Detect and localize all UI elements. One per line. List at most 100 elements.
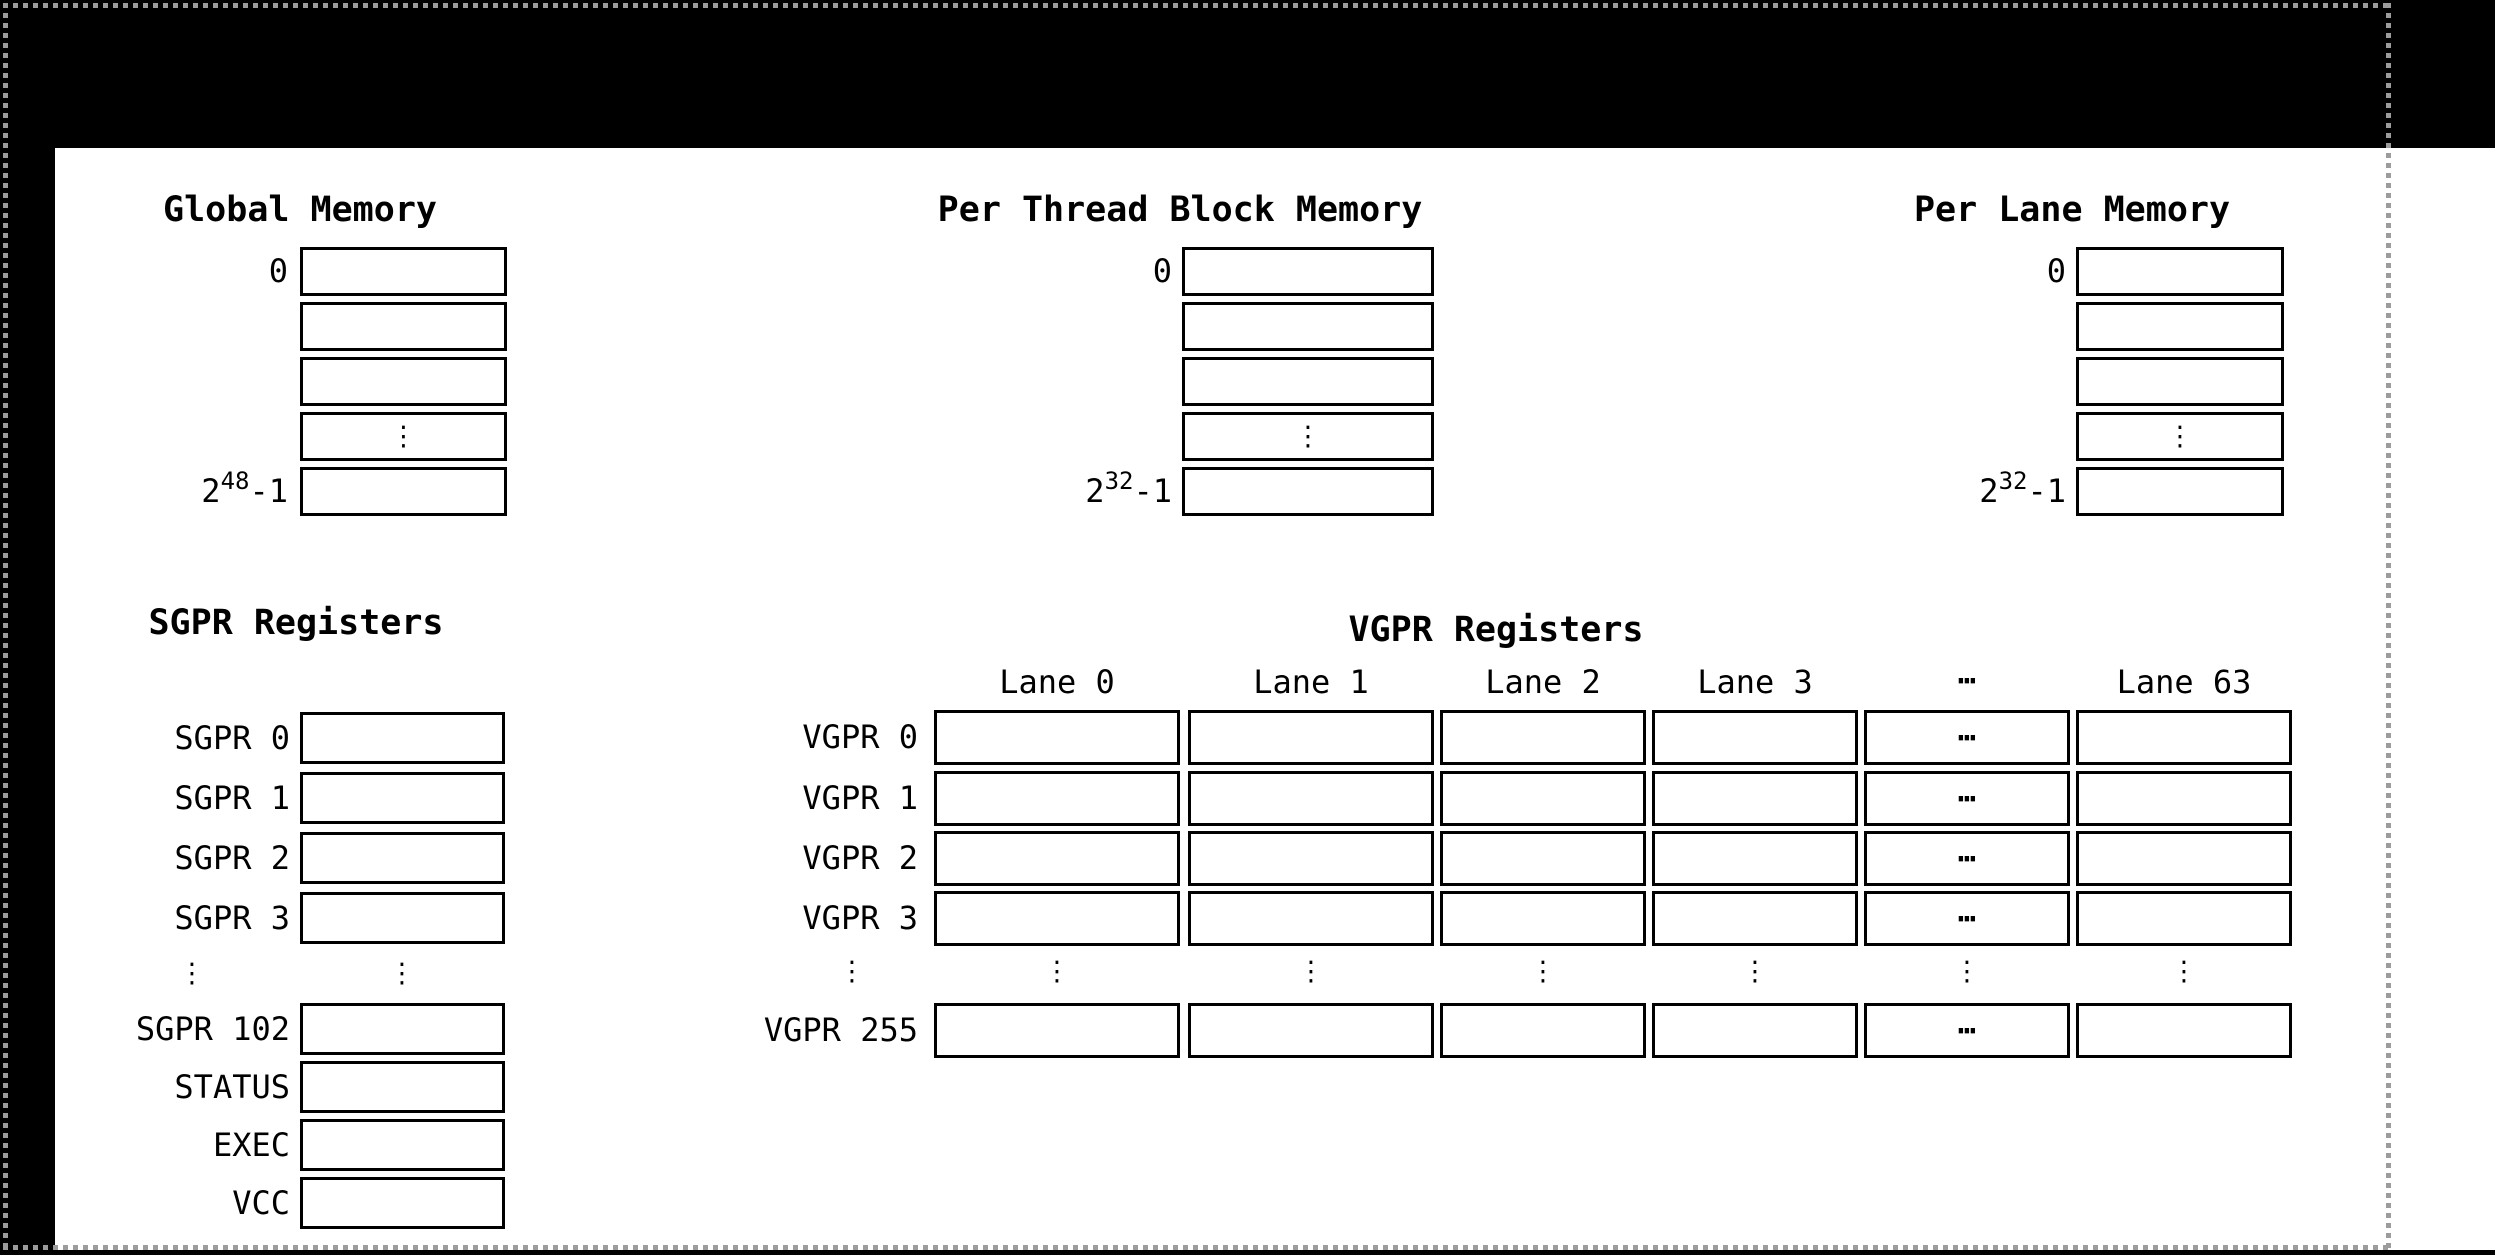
lane-header-ellipsis: ⋯ <box>1957 663 1977 698</box>
vgpr-register-box <box>2076 831 2292 886</box>
per-lane-memory-cell <box>2076 357 2284 406</box>
vgpr-register-box <box>934 1003 1180 1058</box>
lane-header: Lane 63 <box>2116 663 2252 701</box>
lane-header: Lane 1 <box>1253 663 1369 701</box>
vgpr-register-box <box>2076 1003 2292 1058</box>
global-memory-cell <box>300 302 507 351</box>
per-thread-block-memory-cell <box>1182 357 1434 406</box>
sgpr-row-label: SGPR 102 <box>135 1010 290 1048</box>
lane-header: Lane 2 <box>1485 663 1601 701</box>
vgpr-register-box <box>1440 1003 1646 1058</box>
sgpr-row-label: SGPR 1 <box>174 779 290 817</box>
vgpr-register-box <box>2076 771 2292 826</box>
vgpr-register-box <box>1652 710 1858 765</box>
per-thread-block-memory-cell <box>1182 467 1434 516</box>
sgpr-register-box <box>300 892 505 944</box>
per-lane-memory-cell <box>2076 467 2284 516</box>
vgpr-registers-title: VGPR Registers <box>1348 610 1644 650</box>
address-exponent: 48 <box>220 467 250 495</box>
address-base: 2 <box>1085 472 1105 510</box>
vgpr-register-box-ellipsis: ⋯ <box>1864 1003 2070 1058</box>
global-memory-cell: ⋮ <box>300 412 507 461</box>
address-suffix: -1 <box>2027 472 2066 510</box>
vgpr-register-box <box>1188 1003 1434 1058</box>
per-lane-first-address: 0 <box>2046 252 2066 290</box>
vgpr-register-box <box>1440 771 1646 826</box>
vgpr-register-box <box>1440 831 1646 886</box>
vertical-ellipsis-icon: ⋮ <box>1043 956 1071 987</box>
sgpr-register-box <box>300 772 505 824</box>
sgpr-row-label: VCC <box>232 1184 290 1222</box>
vgpr-register-box <box>1188 710 1434 765</box>
vertical-ellipsis-icon: ⋮ <box>2170 956 2198 987</box>
vertical-ellipsis-icon: ⋮ <box>1294 421 1322 452</box>
vertical-ellipsis-icon: ⋮ <box>390 421 417 452</box>
horizontal-ellipsis-icon: ⋯ <box>1957 720 1977 755</box>
horizontal-ellipsis-icon: ⋯ <box>1957 1013 1977 1048</box>
vgpr-register-box <box>1652 891 1858 946</box>
address-exponent: 32 <box>1998 467 2028 495</box>
vgpr-register-box-ellipsis: ⋯ <box>1864 771 2070 826</box>
per-lane-memory-cell <box>2076 247 2284 296</box>
lane-header: Lane 3 <box>1697 663 1813 701</box>
global-memory-first-address: 0 <box>268 252 288 290</box>
vertical-ellipsis-icon: ⋮ <box>1529 956 1557 987</box>
global-memory-last-address: 248-1 <box>90 467 288 519</box>
per-lane-memory-cell: ⋮ <box>2076 412 2284 461</box>
vertical-ellipsis-icon: ⋮ <box>1953 956 1981 987</box>
sgpr-register-box <box>300 712 505 764</box>
vertical-ellipsis-icon: ⋮ <box>838 956 866 987</box>
vgpr-register-box <box>1652 771 1858 826</box>
per-thread-block-memory-title: Per Thread Block Memory <box>937 190 1423 230</box>
vgpr-register-box-ellipsis: ⋯ <box>1864 891 2070 946</box>
vertical-ellipsis-icon: ⋮ <box>2166 421 2194 452</box>
address-suffix: -1 <box>1133 472 1172 510</box>
vgpr-register-box <box>2076 710 2292 765</box>
vgpr-row-label: VGPR 2 <box>802 839 918 877</box>
per-thread-block-memory-cell <box>1182 302 1434 351</box>
horizontal-ellipsis-icon: ⋯ <box>1957 781 1977 816</box>
address-base: 2 <box>1979 472 1999 510</box>
per-thread-block-last-address: 232-1 <box>974 467 1172 519</box>
vgpr-register-box <box>1652 1003 1858 1058</box>
vgpr-register-box-ellipsis: ⋯ <box>1864 831 2070 886</box>
global-memory-cell <box>300 357 507 406</box>
address-exponent: 32 <box>1104 467 1134 495</box>
vgpr-register-box <box>1188 771 1434 826</box>
vgpr-register-box-ellipsis: ⋯ <box>1864 710 2070 765</box>
sgpr-row-label: STATUS <box>174 1068 290 1106</box>
vgpr-register-box <box>934 771 1180 826</box>
sgpr-row-label: SGPR 2 <box>174 839 290 877</box>
dotted-border-bottom <box>3 1245 2389 1250</box>
global-memory-title: Global Memory <box>163 190 437 230</box>
vgpr-register-box <box>934 710 1180 765</box>
vgpr-register-box <box>934 831 1180 886</box>
sgpr-register-box <box>300 1061 505 1113</box>
dotted-border-right <box>2386 3 2391 1250</box>
vertical-ellipsis-icon: ⋮ <box>178 958 206 989</box>
per-lane-last-address: 232-1 <box>1868 467 2066 519</box>
per-thread-block-memory-cell: ⋮ <box>1182 412 1434 461</box>
vertical-ellipsis-icon: ⋮ <box>1741 956 1769 987</box>
vgpr-register-box <box>1440 710 1646 765</box>
sgpr-registers-title: SGPR Registers <box>148 603 444 643</box>
address-base: 2 <box>201 472 221 510</box>
vgpr-row-label: VGPR 3 <box>802 899 918 937</box>
per-lane-memory-cell <box>2076 302 2284 351</box>
per-lane-memory-title: Per Lane Memory <box>1913 190 2231 230</box>
vgpr-register-box <box>1188 891 1434 946</box>
dotted-border-left <box>3 3 8 1250</box>
horizontal-ellipsis-icon: ⋯ <box>1957 901 1977 936</box>
vgpr-register-box <box>2076 891 2292 946</box>
address-suffix: -1 <box>249 472 288 510</box>
global-memory-cell <box>300 467 507 516</box>
dotted-border-top <box>3 3 2389 8</box>
vertical-ellipsis-icon: ⋮ <box>388 958 416 989</box>
sgpr-register-box <box>300 1119 505 1171</box>
vertical-ellipsis-icon: ⋮ <box>1297 956 1325 987</box>
sgpr-row-label: SGPR 0 <box>174 719 290 757</box>
sgpr-row-label: EXEC <box>212 1126 290 1164</box>
per-thread-block-first-address: 0 <box>1152 252 1172 290</box>
per-thread-block-memory-cell <box>1182 247 1434 296</box>
